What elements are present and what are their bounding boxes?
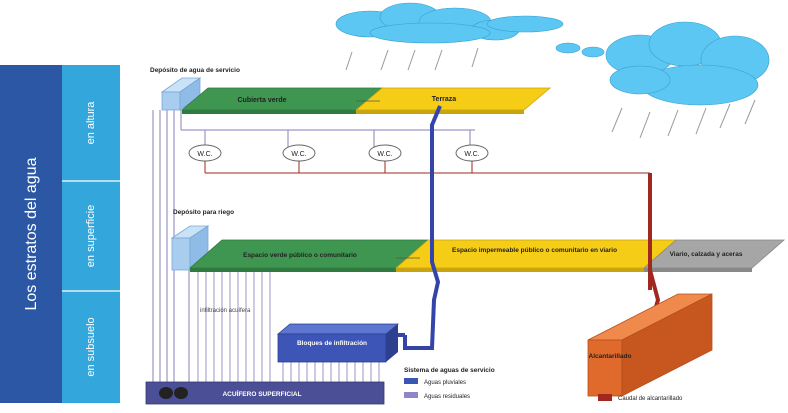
legend-swatch <box>598 394 612 401</box>
roof-tank-label: Depósito de agua de servicio <box>150 67 240 74</box>
rainwater-pipe <box>403 105 442 350</box>
roof-water-tank <box>160 77 202 111</box>
aquifer: ACUÍFERO SUPERFICIAL <box>145 381 385 405</box>
infiltration-pipes <box>197 272 380 382</box>
strata-title: Los estratos del agua <box>23 157 40 310</box>
sewer-label: Alcantarillado <box>589 353 632 360</box>
legend-item-label: Aguas residuales <box>424 394 470 400</box>
cloud-icon <box>555 21 770 106</box>
green-space-label: Espacio verde público o comunitario <box>243 252 357 259</box>
pump-icon <box>159 387 173 399</box>
legend-swatch <box>404 392 418 398</box>
legend-title: Sistema de aguas de servicio <box>404 367 495 374</box>
terrace-label: Terraza <box>432 96 456 103</box>
wc-label: W.C. <box>291 151 306 158</box>
stratum-label-superficie: en superficie <box>85 205 97 267</box>
legend: Sistema de aguas de servicio Aguas pluvi… <box>404 367 683 402</box>
green-roof-label: Cubierta verde <box>237 97 286 104</box>
infiltration-label: infiltración acuífera <box>200 308 251 314</box>
wc-fixtures: W.C. W.C. W.C. W.C. <box>188 144 489 162</box>
impermeable-space <box>394 239 678 269</box>
sewer-box: Alcantarillado <box>587 293 713 397</box>
stratum-altura <box>62 65 120 181</box>
pump-icon <box>174 387 188 399</box>
infiltration-block-label: Bloques de infiltración <box>297 340 367 347</box>
aquifer-label: ACUÍFERO SUPERFICIAL <box>222 389 301 398</box>
road-label: Viario, calzada y aceras <box>670 251 743 258</box>
strata-panel <box>0 65 62 403</box>
wc-label: W.C. <box>197 151 212 158</box>
stratum-label-altura: en altura <box>85 101 97 145</box>
ground-level: Espacio verde público o comunitario Espa… <box>188 239 786 272</box>
cloud-icon <box>335 2 564 44</box>
stratum-superficie <box>62 181 120 291</box>
distribution-pipes <box>152 110 475 382</box>
legend-item-label: Aguas pluviales <box>424 380 466 386</box>
wc-label: W.C. <box>377 151 392 158</box>
wc-sewer-drops <box>204 161 650 174</box>
ground-tank-label: Depósito para riego <box>173 209 234 216</box>
impermeable-space-label: Espacio impermeable público o comunitari… <box>452 247 617 254</box>
roof-level: Cubierta verde Terraza <box>180 87 552 114</box>
rain-icon <box>345 47 756 139</box>
stratum-label-subsuelo: en subsuelo <box>85 317 97 376</box>
infiltration-block: Bloques de infiltración <box>276 323 400 363</box>
legend-item-label: Caudal de alcantarillado <box>618 396 683 402</box>
stratum-subsuelo <box>62 291 120 403</box>
legend-swatch <box>404 378 418 384</box>
wc-label: W.C. <box>464 151 479 158</box>
